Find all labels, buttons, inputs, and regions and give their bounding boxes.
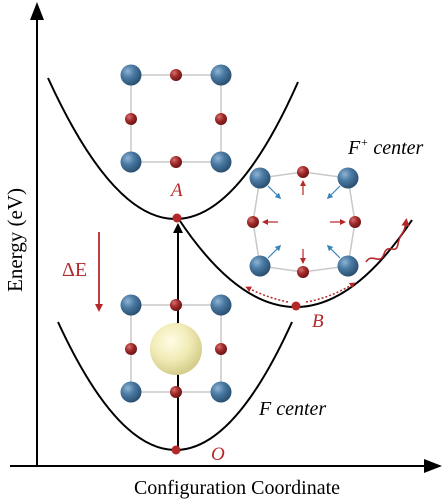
trapped-electron <box>150 323 202 375</box>
f-center-label: F center <box>258 398 326 420</box>
small-atom <box>297 266 309 278</box>
delta-e-label: ΔE <box>62 259 87 281</box>
point-a-label: A <box>169 180 183 201</box>
small-atom <box>125 343 137 355</box>
f-plus-center-label: F+ center <box>347 135 424 159</box>
displacement-arrow <box>326 185 341 200</box>
small-atom <box>125 113 137 125</box>
f-plus-center-suffix: center <box>368 137 423 159</box>
x-axis-label: Configuration Coordinate <box>134 477 340 499</box>
small-atom <box>247 216 259 228</box>
large-atom <box>120 294 142 316</box>
emission-wave <box>365 218 410 263</box>
large-atom <box>249 167 271 189</box>
small-atom <box>170 299 182 311</box>
large-atom <box>120 381 142 403</box>
large-atom <box>210 381 232 403</box>
y-axis-label: Energy (eV) <box>3 188 27 292</box>
relaxation-arrow-right <box>305 282 356 303</box>
f-plus-lattice <box>247 166 361 278</box>
f-center-lattice <box>120 294 232 403</box>
f-plus-center-letter: F <box>347 137 361 159</box>
large-atom <box>337 167 359 189</box>
point-b-marker <box>291 301 301 311</box>
small-atom <box>170 386 182 398</box>
large-atom <box>249 255 271 277</box>
large-atom <box>337 255 359 277</box>
point-o-label: O <box>211 444 225 465</box>
f-plus-state-curve <box>177 217 413 308</box>
small-atom <box>349 216 361 228</box>
small-atom <box>215 113 227 125</box>
point-b-label: B <box>312 311 324 332</box>
large-atom <box>210 294 232 316</box>
axes <box>10 2 442 473</box>
point-a-marker <box>172 213 182 223</box>
f-plus-center-superscript: + <box>360 135 368 149</box>
displacement-arrow <box>267 185 282 200</box>
relaxation-arrow-left <box>245 286 289 303</box>
upper-lattice <box>120 64 232 173</box>
upper-lattice-bonds <box>130 74 222 163</box>
small-atom <box>170 156 182 168</box>
small-atom <box>215 343 227 355</box>
displacement-arrow <box>267 244 282 259</box>
large-atom <box>120 64 142 86</box>
small-atom <box>170 69 182 81</box>
large-atom <box>210 64 232 86</box>
displacement-arrow <box>326 244 341 259</box>
point-o-marker <box>171 445 181 455</box>
large-atom <box>120 151 142 173</box>
y-axis-arrowhead <box>30 2 44 20</box>
small-atom <box>297 166 309 178</box>
large-atom <box>210 151 232 173</box>
x-axis-arrowhead <box>424 459 442 473</box>
